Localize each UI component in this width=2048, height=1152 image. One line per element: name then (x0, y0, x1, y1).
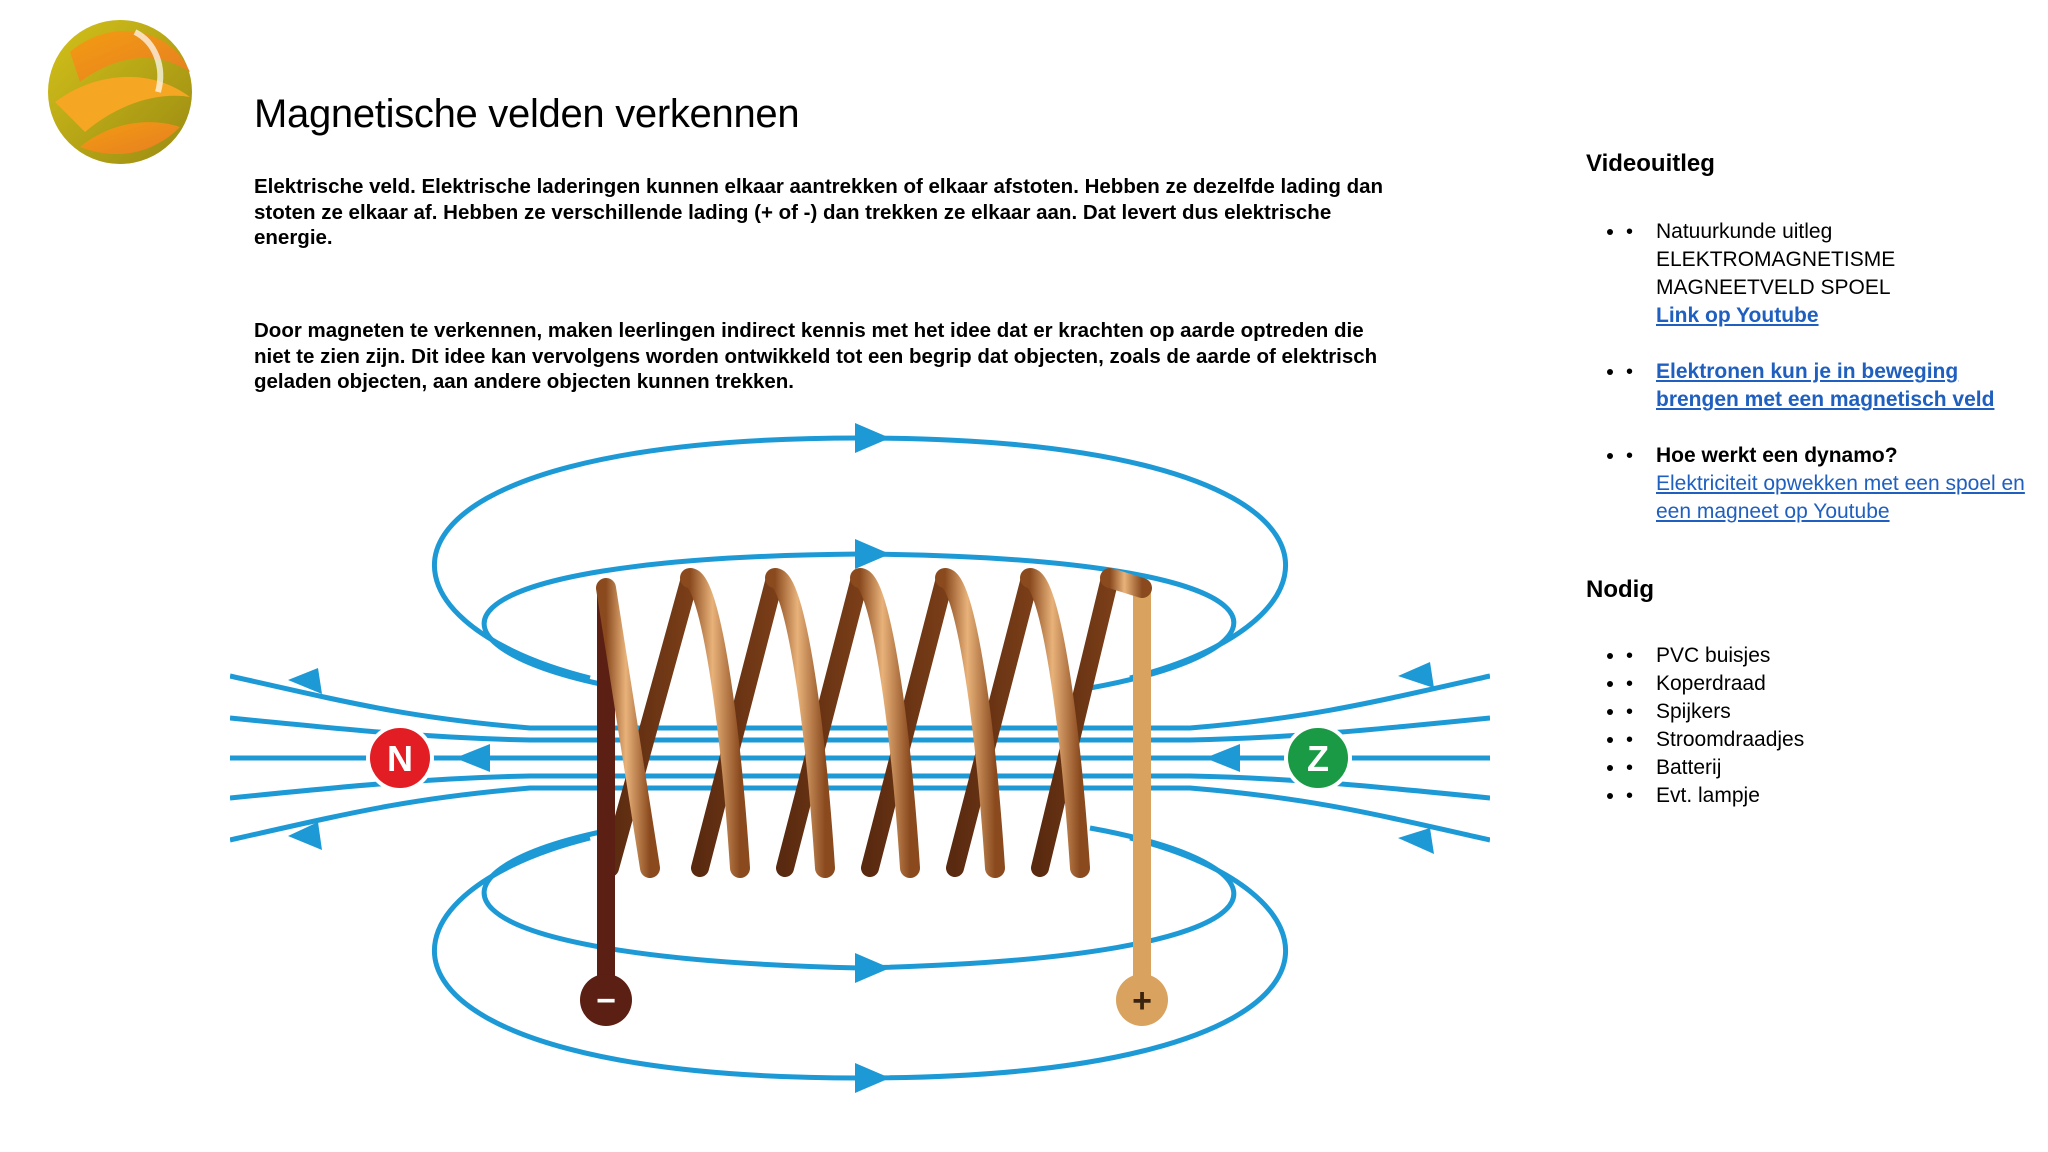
north-pole-label: N (387, 738, 413, 779)
list-item: Stroomdraadjes (1626, 726, 2046, 754)
page-title: Magnetische velden verkennen (254, 92, 800, 136)
list-item: Natuurkunde uitleg ELEKTROMAGNETISME MAG… (1626, 218, 2046, 330)
list-item: Batterij (1626, 754, 2046, 782)
dynamo-link[interactable]: Elektriciteit opwekken met een spoel en … (1656, 472, 2025, 523)
list-item: Spijkers (1626, 698, 2046, 726)
coil-front (596, 568, 1152, 878)
south-pole-label: Z (1307, 738, 1329, 779)
minus-terminal (580, 974, 632, 1026)
need-list: PVC buisjes Koperdraad Spijkers Stroomdr… (1586, 642, 2046, 810)
plus-terminal-label: + (1132, 982, 1152, 1020)
list-item: Elektronen kun je in beweging brengen me… (1626, 358, 2046, 414)
logo-icon (48, 20, 192, 164)
plus-terminal (1116, 974, 1168, 1026)
south-pole-circle (1284, 724, 1352, 792)
need-heading: Nodig (1586, 575, 1654, 603)
youtube-link[interactable]: Link op Youtube (1656, 304, 1819, 327)
north-pole-circle (366, 724, 434, 792)
list-item: Hoe werkt een dynamo? Elektriciteit opwe… (1626, 442, 2046, 526)
field-arrows (288, 423, 1434, 1093)
coil-back (601, 569, 1119, 877)
list-item: PVC buisjes (1626, 642, 2046, 670)
video-item-text: MAGNEETVELD SPOEL (1656, 276, 1891, 299)
dynamo-heading: Hoe werkt een dynamo? (1656, 444, 1898, 467)
electromagnet-diagram: N Z − + (230, 423, 1490, 1093)
explanation-paragraph: Door magneten te verkennen, maken leerli… (254, 319, 1378, 393)
video-item-text: ELEKTROMAGNETISME (1656, 248, 1896, 271)
intro-paragraph: Elektrische veld. Elektrische laderingen… (254, 175, 1384, 249)
video-item-text: Natuurkunde uitleg (1656, 220, 1833, 243)
video-heading: Videouitleg (1586, 149, 1715, 177)
electrons-link[interactable]: Elektronen kun je in beweging brengen me… (1656, 360, 1995, 411)
minus-terminal-label: − (596, 982, 616, 1020)
list-item: Koperdraad (1626, 670, 2046, 698)
video-list: Natuurkunde uitleg ELEKTROMAGNETISME MAG… (1586, 218, 2046, 554)
list-item: Evt. lampje (1626, 782, 2046, 810)
